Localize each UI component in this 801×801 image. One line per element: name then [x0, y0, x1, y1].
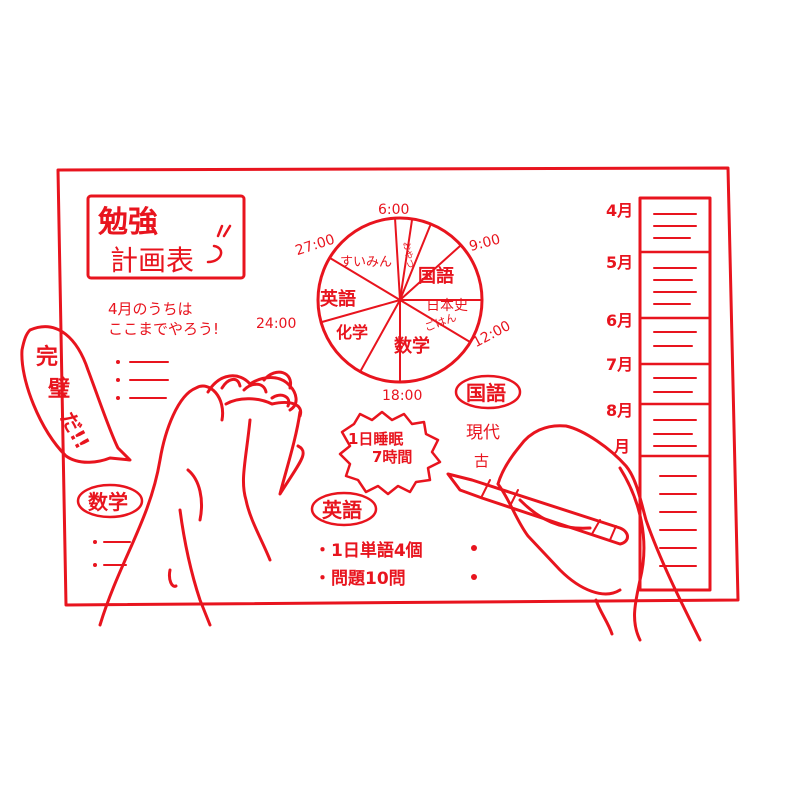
pie-seg-math: 数学	[394, 335, 430, 357]
bubble-line2: 璧	[47, 376, 70, 402]
pie-seg-sleep: すいみん	[340, 255, 392, 270]
pie-seg-japanese-history: 日本史	[426, 298, 468, 314]
month-label-3: 6月	[606, 311, 633, 330]
pie-seg-chemistry: 化学	[336, 323, 368, 342]
clock-24: 24:00	[256, 316, 296, 332]
month-label-6: 月	[613, 437, 630, 456]
clock-6: 6:00	[378, 202, 409, 218]
badge-line2: 7時間	[372, 448, 412, 466]
title-line2: 計画表	[110, 244, 194, 277]
clock-9: 9:00	[468, 231, 503, 255]
title-swirl-icon	[206, 224, 232, 264]
right-hand	[496, 424, 702, 642]
month-label-1: 4月	[606, 201, 633, 220]
kokugo-label: 国語	[466, 381, 506, 405]
pie-seg-small1: おやつ	[400, 241, 416, 270]
left-hand	[98, 370, 305, 627]
kokugo-label-oval	[454, 374, 522, 410]
month-label-4: 7月	[606, 355, 633, 374]
sleep-badge-burst	[338, 410, 442, 496]
math-label-oval	[76, 483, 144, 519]
month-label-5: 8月	[606, 401, 633, 420]
english-bullet-extra1	[471, 545, 477, 551]
bubble-line1: 完	[36, 344, 58, 370]
clock-12: 12:00	[470, 318, 513, 351]
left-hand-fingers	[220, 378, 291, 408]
english-label-oval	[310, 491, 378, 527]
english-label: 英語	[322, 498, 362, 522]
kokugo-item2: 古	[474, 452, 489, 470]
subtitle-line2: ここまでやろう!	[108, 320, 219, 338]
paper-sheet	[56, 166, 740, 607]
speech-bubble	[20, 325, 132, 464]
title-line1: 勉強	[97, 205, 158, 240]
left-task-list	[116, 360, 169, 400]
english-item2: ・問題10問	[314, 569, 406, 589]
pen-grip	[481, 479, 617, 541]
title-box	[86, 194, 246, 280]
pie-seg-kokugo: 国語	[418, 265, 454, 287]
pie-seg-english: 英語	[319, 288, 356, 310]
subtitle-line1: 4月のうちは	[108, 300, 193, 318]
english-item1: ・1日単語4個	[314, 540, 423, 561]
clock-18: 18:00	[382, 388, 422, 404]
math-label: 数学	[88, 490, 128, 514]
badge-line1: 1日睡眠	[348, 430, 403, 448]
month-label-2: 5月	[606, 253, 633, 272]
english-bullet-extra2	[471, 574, 477, 580]
daily-schedule-pie	[316, 216, 484, 384]
pen-icon	[446, 472, 629, 546]
kokugo-item1: 現代	[466, 423, 500, 443]
